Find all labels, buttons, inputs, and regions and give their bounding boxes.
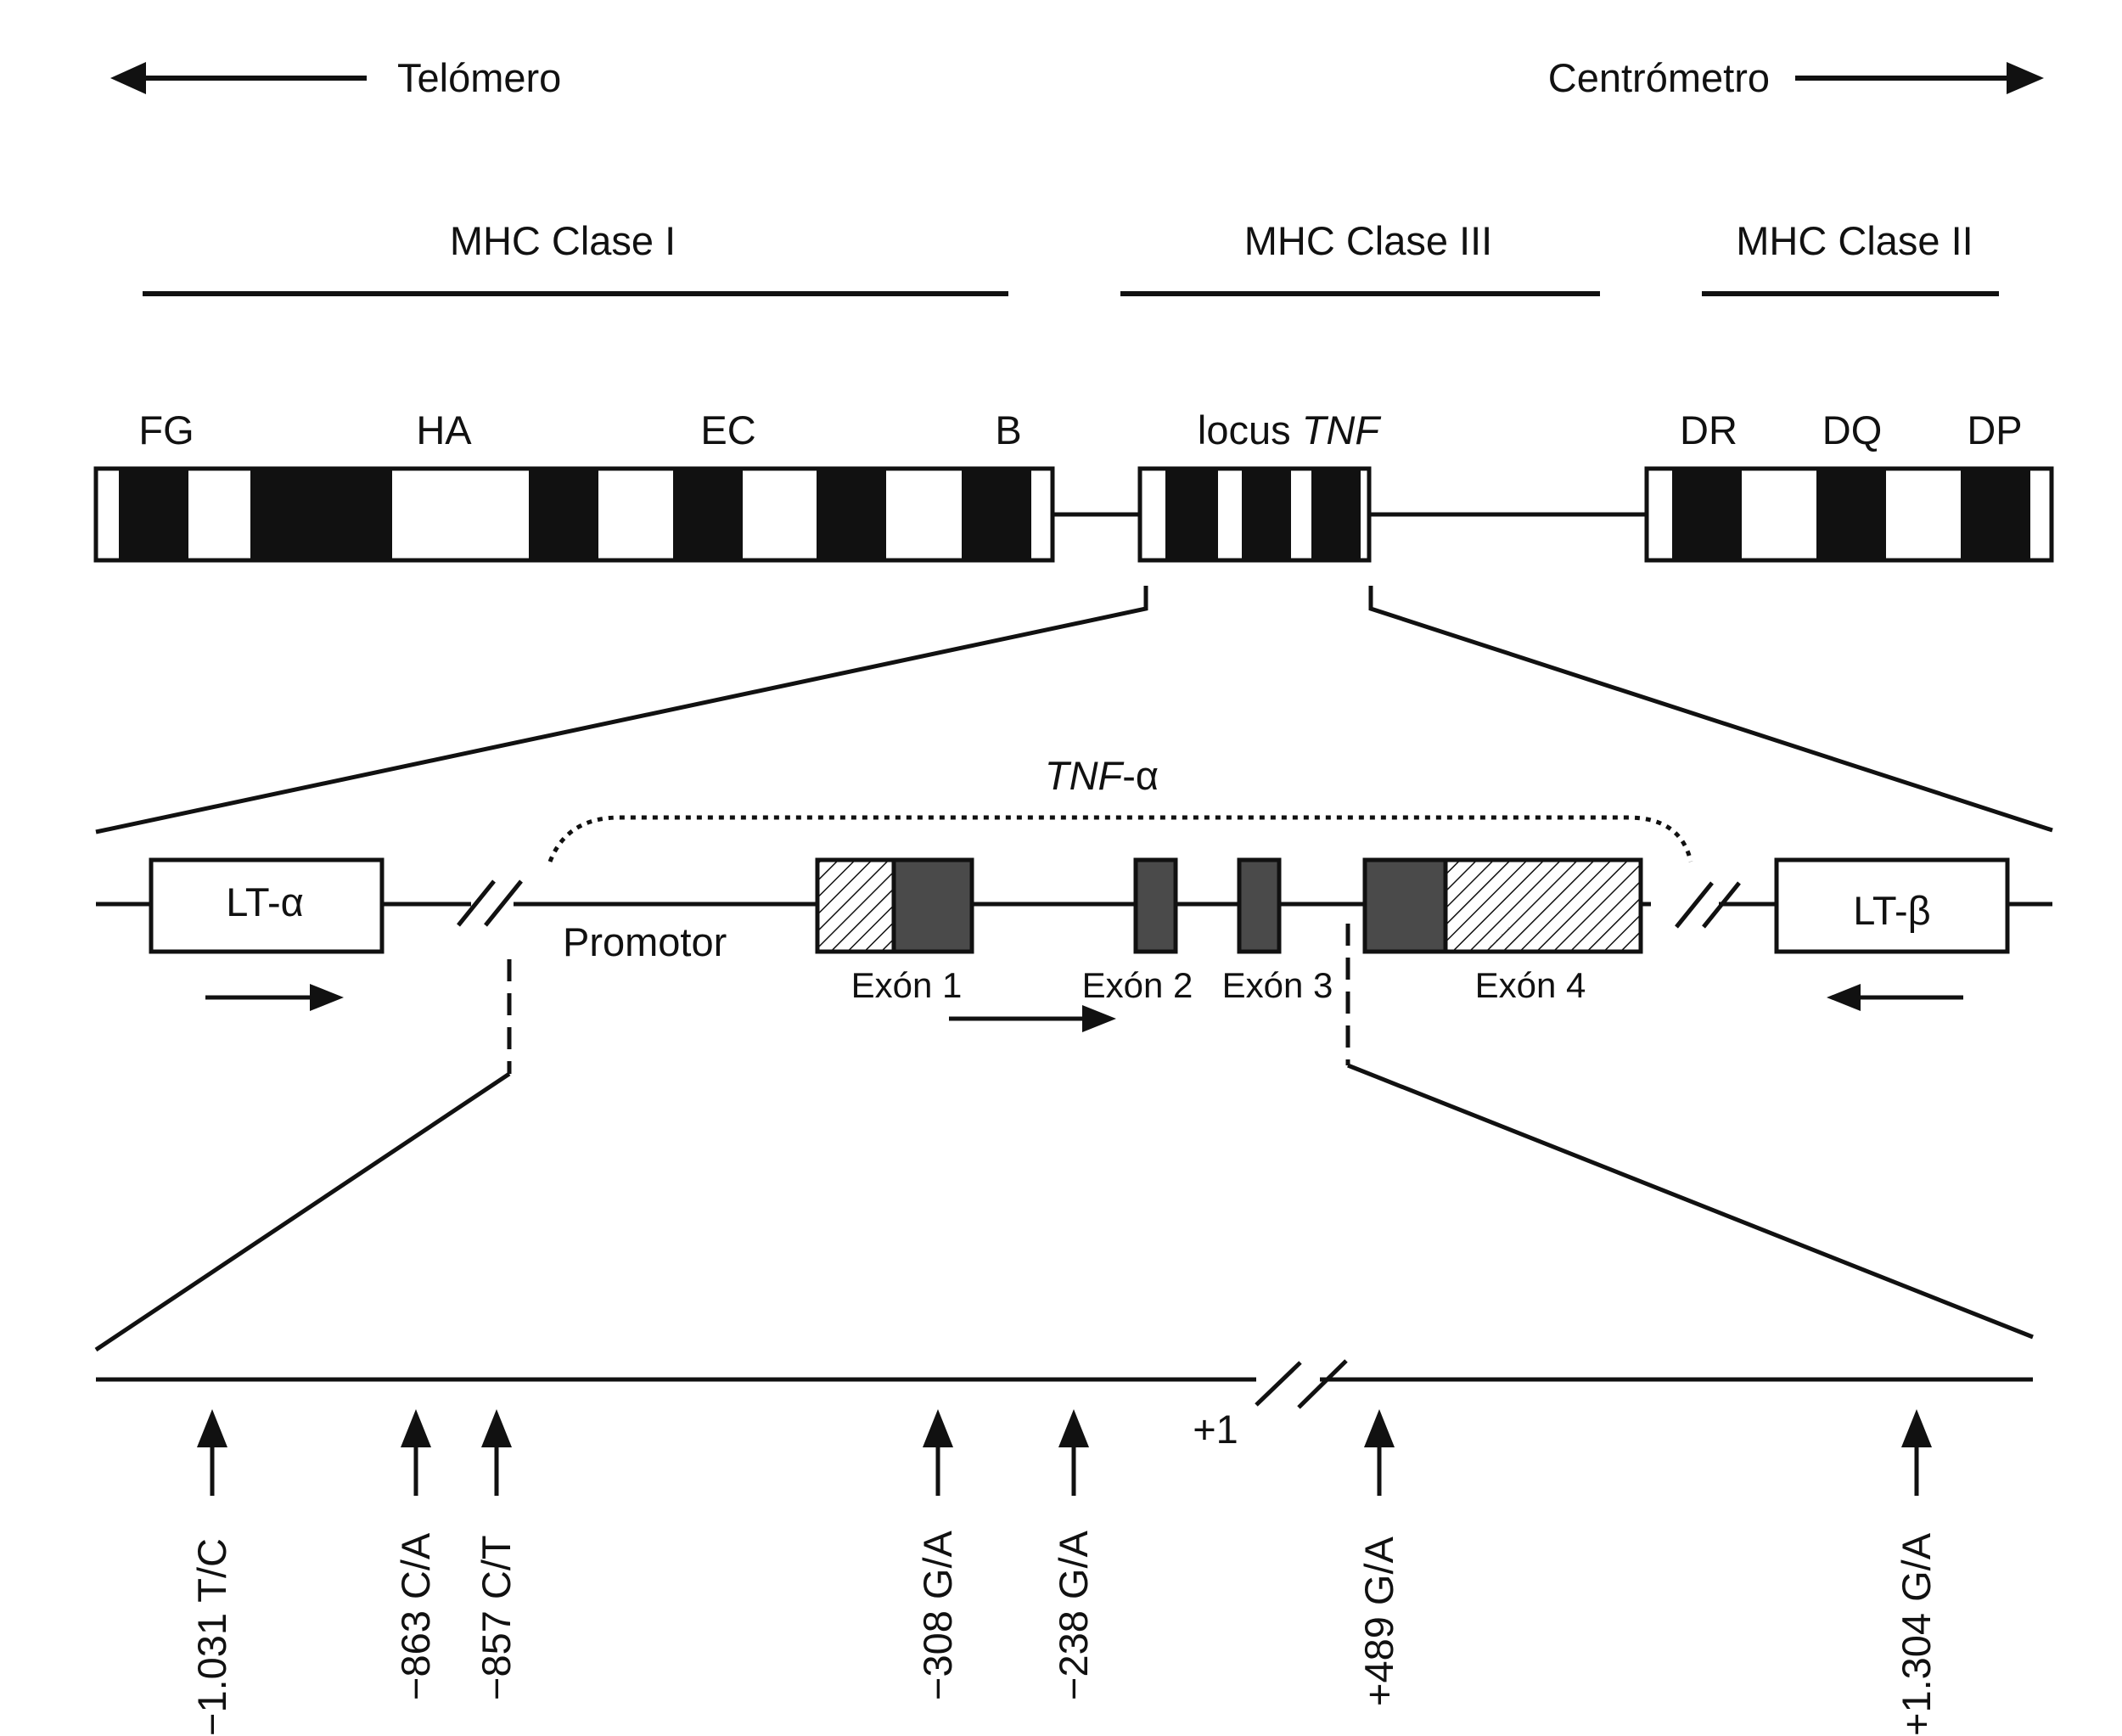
class-i-block: [93, 466, 1055, 563]
chromosome-map: [93, 466, 2054, 563]
snp-label: −1.031 T/C: [189, 1538, 234, 1736]
telomere-arrowhead: [110, 62, 146, 94]
mhc-class-ii-label: MHC Clase II: [1736, 218, 1973, 263]
loci-labels: FG HA EC B locus TNF DR DQ DP: [138, 407, 2022, 452]
snp-marker: −857 C/T: [474, 1409, 519, 1700]
exon2-label: Exón 2: [1082, 965, 1193, 1005]
centromere-indicator: Centrómetro: [1548, 55, 2044, 100]
gene-region: TNF-α LT-α LT-β Promotor: [96, 753, 2052, 1032]
tnf-alpha-title: TNF-α: [1045, 753, 1159, 798]
mhc-class-i-label: MHC Clase I: [450, 218, 676, 263]
exon1-coding: [891, 857, 974, 954]
centromere-label: Centrómetro: [1548, 55, 1770, 100]
lt-beta-direction-arrow: [1827, 984, 1963, 1011]
snp-label: −863 C/A: [393, 1532, 438, 1700]
locus-dp-label: DP: [1967, 407, 2022, 452]
snp-marker: −308 G/A: [915, 1409, 960, 1700]
exon3-coding: [1237, 857, 1282, 954]
snp-label: +1.304 G/A: [1894, 1532, 1939, 1736]
lt-beta-gene-box: [1774, 857, 2010, 954]
promotor-label: Promotor: [563, 919, 727, 964]
locus-dq-label: DQ: [1822, 407, 1883, 452]
locus-ec-label: EC: [700, 407, 755, 452]
locus-ha-label: HA: [416, 407, 472, 452]
exon1-label: Exón 1: [851, 965, 963, 1005]
lt-alpha-gene-box: [149, 857, 385, 954]
exon4-coding: [1362, 857, 1448, 954]
locus-b-label: B: [995, 407, 1021, 452]
exon4-utr: [1443, 857, 1643, 954]
break-mark-right: [1675, 881, 1741, 929]
telomere-label: Telómero: [397, 55, 561, 100]
exon3-label: Exón 3: [1222, 965, 1333, 1005]
exon2-coding: [1133, 857, 1178, 954]
break-mark-lower: [1255, 1359, 1348, 1409]
centromere-arrowhead: [2007, 62, 2044, 94]
transcription-start-label: +1: [1193, 1407, 1238, 1452]
lt-beta-label: LT-β: [1853, 888, 1930, 933]
zoom-lines-lower: [94, 924, 2034, 1352]
snp-marker: +1.304 G/A: [1894, 1409, 1939, 1736]
class-ii-block: [1644, 466, 2054, 563]
telomere-indicator: Telómero: [110, 55, 561, 100]
exon4-label: Exón 4: [1475, 965, 1586, 1005]
break-mark-left: [457, 879, 523, 927]
snp-marker: −238 G/A: [1051, 1409, 1096, 1700]
locus-dr-label: DR: [1680, 407, 1737, 452]
tnf-alpha-span-bracket: [547, 815, 1693, 862]
exon1-utr: [815, 857, 896, 954]
tnf-alpha-direction-arrow: [949, 1005, 1116, 1032]
snp-marker: −863 C/A: [393, 1409, 438, 1700]
lt-alpha-direction-arrow: [205, 984, 344, 1011]
snp-label: −857 C/T: [474, 1535, 519, 1700]
mhc-class-headers: MHC Clase I MHC Clase III MHC Clase II: [143, 218, 1999, 296]
snp-marker: −1.031 T/C: [189, 1409, 234, 1736]
mhc-class-iii-label: MHC Clase III: [1244, 218, 1493, 263]
locus-fg-label: FG: [138, 407, 194, 452]
zoom-lines-upper: [95, 586, 2053, 834]
snp-label: −238 G/A: [1051, 1530, 1096, 1700]
locus-tnf-label: locus TNF: [1198, 407, 1381, 452]
polymorphism-map: +1 −1.031 T/C −863 C/A −857 C/T −308 G/A…: [96, 1359, 2033, 1736]
tnf-locus-block: [1137, 466, 1372, 563]
snp-label: −308 G/A: [915, 1530, 960, 1700]
snp-label: +489 G/A: [1356, 1536, 1401, 1706]
lt-alpha-label: LT-α: [226, 879, 304, 924]
snp-marker: +489 G/A: [1356, 1409, 1401, 1706]
